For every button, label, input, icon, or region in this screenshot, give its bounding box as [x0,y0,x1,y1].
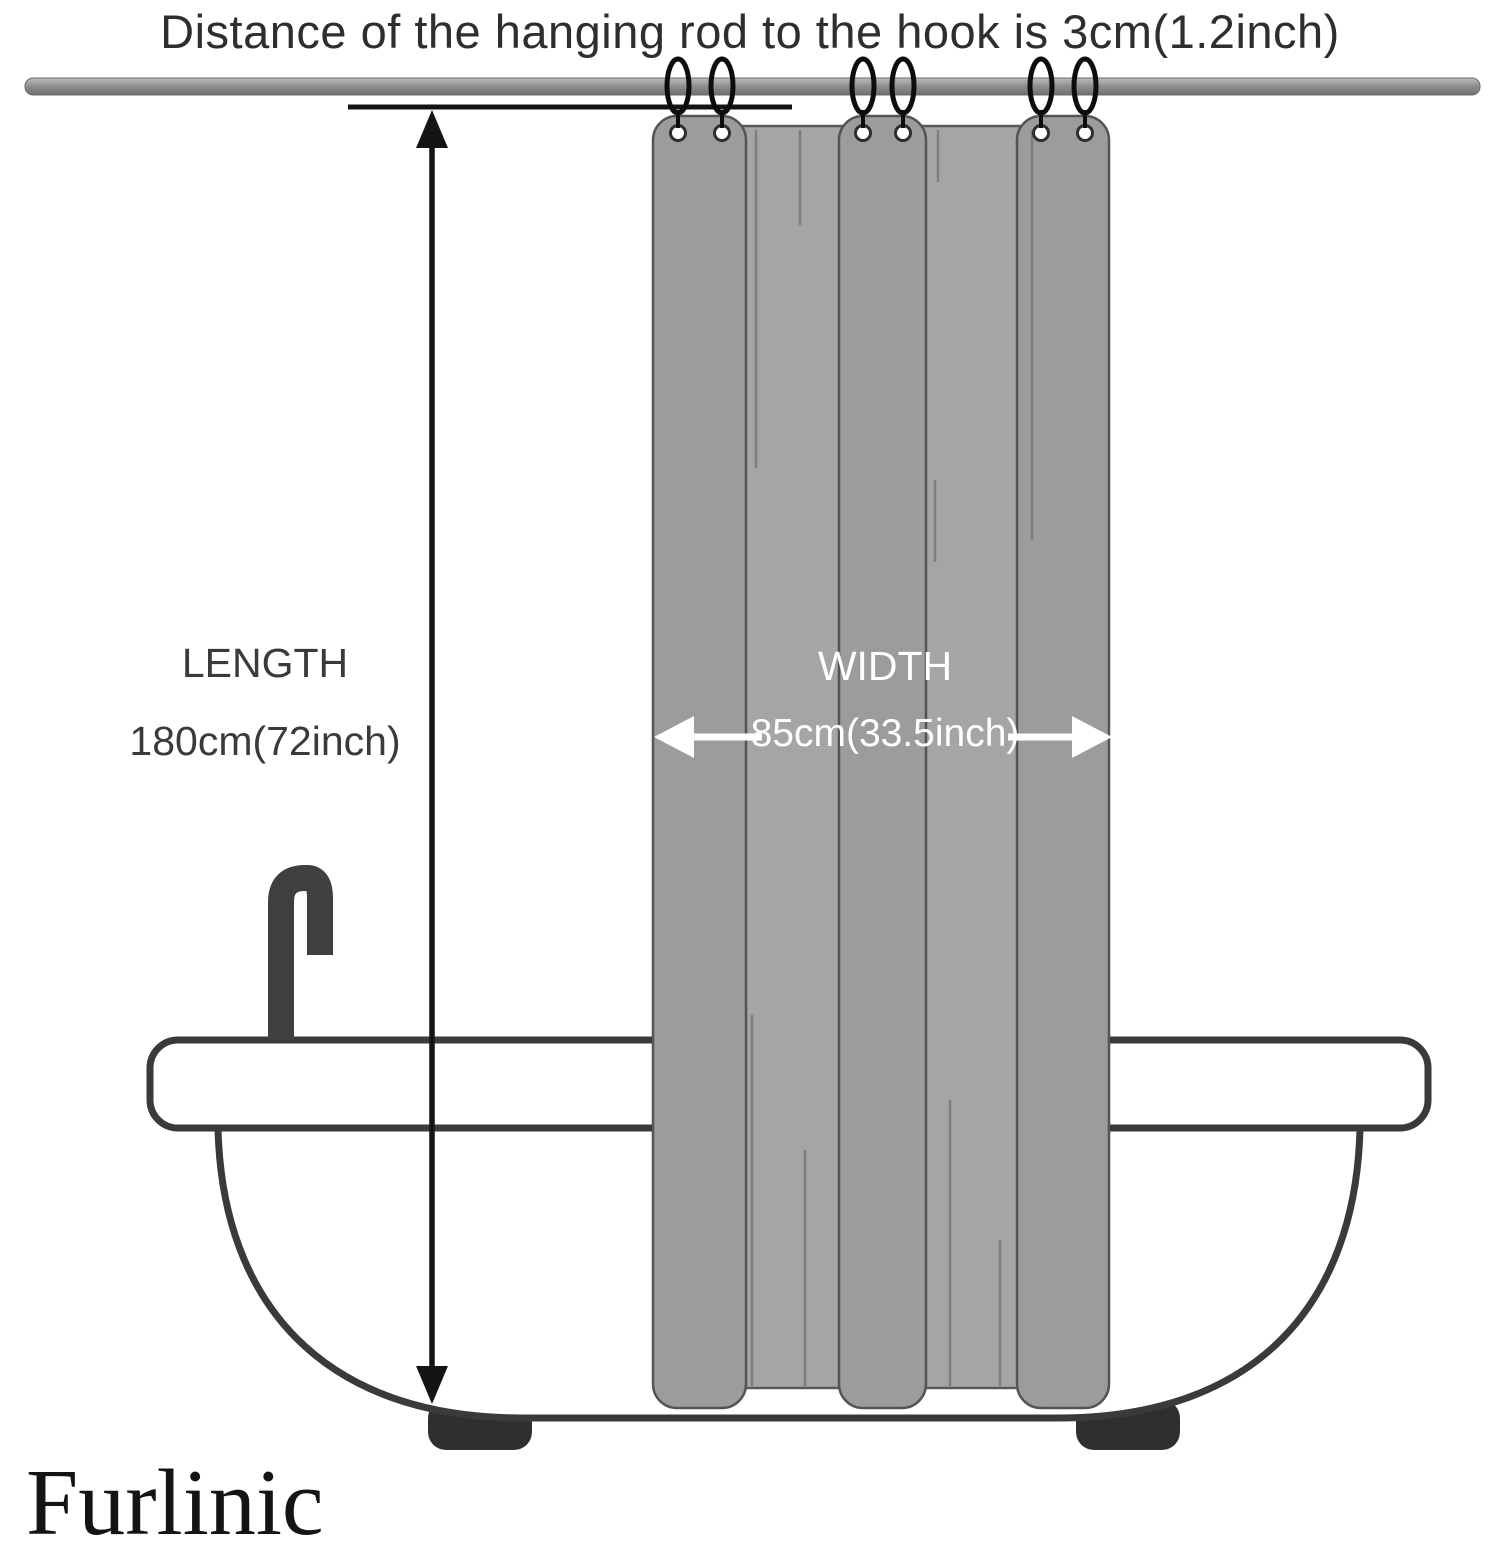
curtain-tab-3 [1015,114,1111,1410]
length-dimension-arrow [416,110,448,1404]
length-value: 180cm(72inch) [129,718,401,764]
diagram-title: Distance of the hanging rod to the hook … [160,5,1340,58]
brand-logo: Furlinic [26,1451,324,1555]
width-label: WIDTH [817,643,953,689]
width-dimension-arrow [654,716,1112,758]
hanging-rod [24,77,1481,96]
curtain-hook-rings [664,56,1099,128]
curtain-tab-2 [837,114,928,1410]
length-label: LENGTH [181,640,349,686]
curtain-tab-1 [651,114,748,1410]
curtain-fold-streaks [750,130,1034,1386]
width-value: 85cm(33.5inch) [750,712,1020,755]
faucet [268,865,333,1040]
